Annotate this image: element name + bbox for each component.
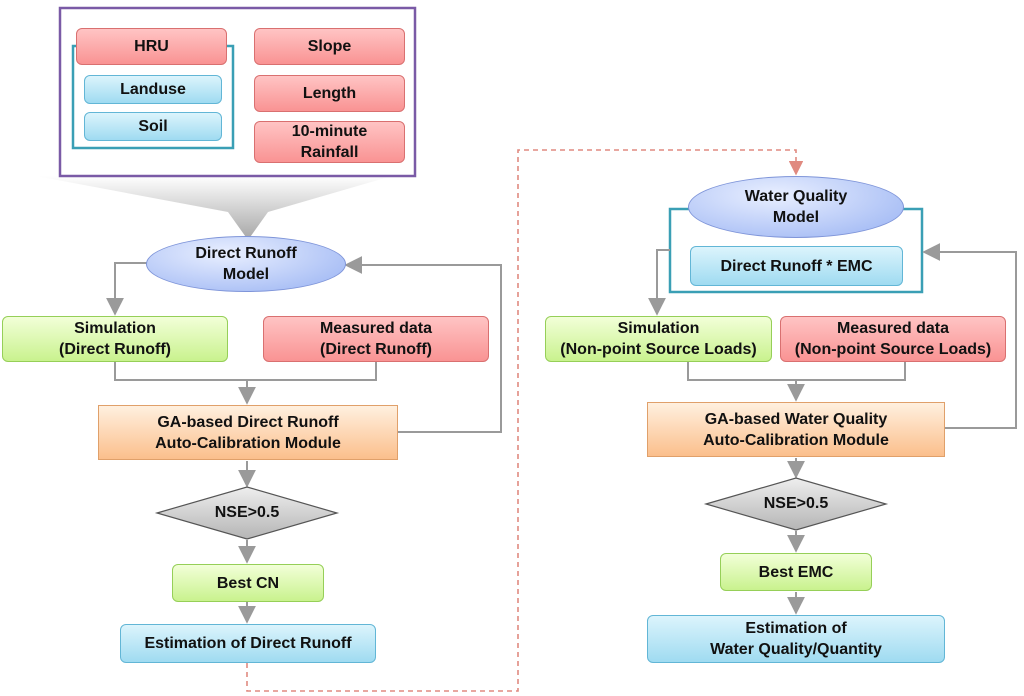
emc-formula-box: Direct Runoff * EMC	[690, 246, 903, 286]
best-emc-box: Best EMC	[720, 553, 872, 591]
left-nse-label: NSE>0.5	[214, 504, 280, 521]
input-frame	[58, 6, 417, 178]
right-model-to-sim	[648, 249, 670, 316]
soil-box: Soil	[84, 112, 222, 141]
left-estimation-box: Estimation of Direct Runoff	[120, 624, 376, 663]
right-nse-label: NSE>0.5	[763, 495, 829, 512]
left-nse-diamond	[154, 486, 340, 540]
best-cn-box: Best CN	[172, 564, 324, 602]
right-ga-feedback	[922, 243, 1017, 429]
left-sim-merge	[114, 362, 377, 381]
rainfall-box: 10-minute Rainfall	[254, 121, 405, 163]
left-simulation-box: Simulation (Direct Runoff)	[2, 316, 228, 362]
right-nse-diamond	[703, 477, 889, 531]
direct-runoff-model: Direct Runoff Model	[146, 236, 346, 292]
left-model-to-sim	[106, 262, 150, 316]
left-ga-module: GA-based Direct Runoff Auto-Calibration …	[98, 405, 398, 460]
right-sim-merge	[687, 362, 906, 381]
landuse-box: Landuse	[84, 75, 222, 104]
dashed-link	[246, 149, 804, 692]
right-measured-box: Measured data (Non-point Source Loads)	[780, 316, 1006, 362]
slope-box: Slope	[254, 28, 405, 65]
left-ga-feedback	[344, 256, 502, 433]
funnel-arrow	[36, 176, 392, 240]
hru-box: HRU	[76, 28, 227, 65]
right-ga-module: GA-based Water Quality Auto-Calibration …	[647, 402, 945, 457]
left-measured-box: Measured data (Direct Runoff)	[263, 316, 489, 362]
right-estimation-box: Estimation of Water Quality/Quantity	[647, 615, 945, 663]
length-box: Length	[254, 75, 405, 112]
right-simulation-box: Simulation (Non-point Source Loads)	[545, 316, 772, 362]
water-quality-model: Water Quality Model	[688, 176, 904, 238]
